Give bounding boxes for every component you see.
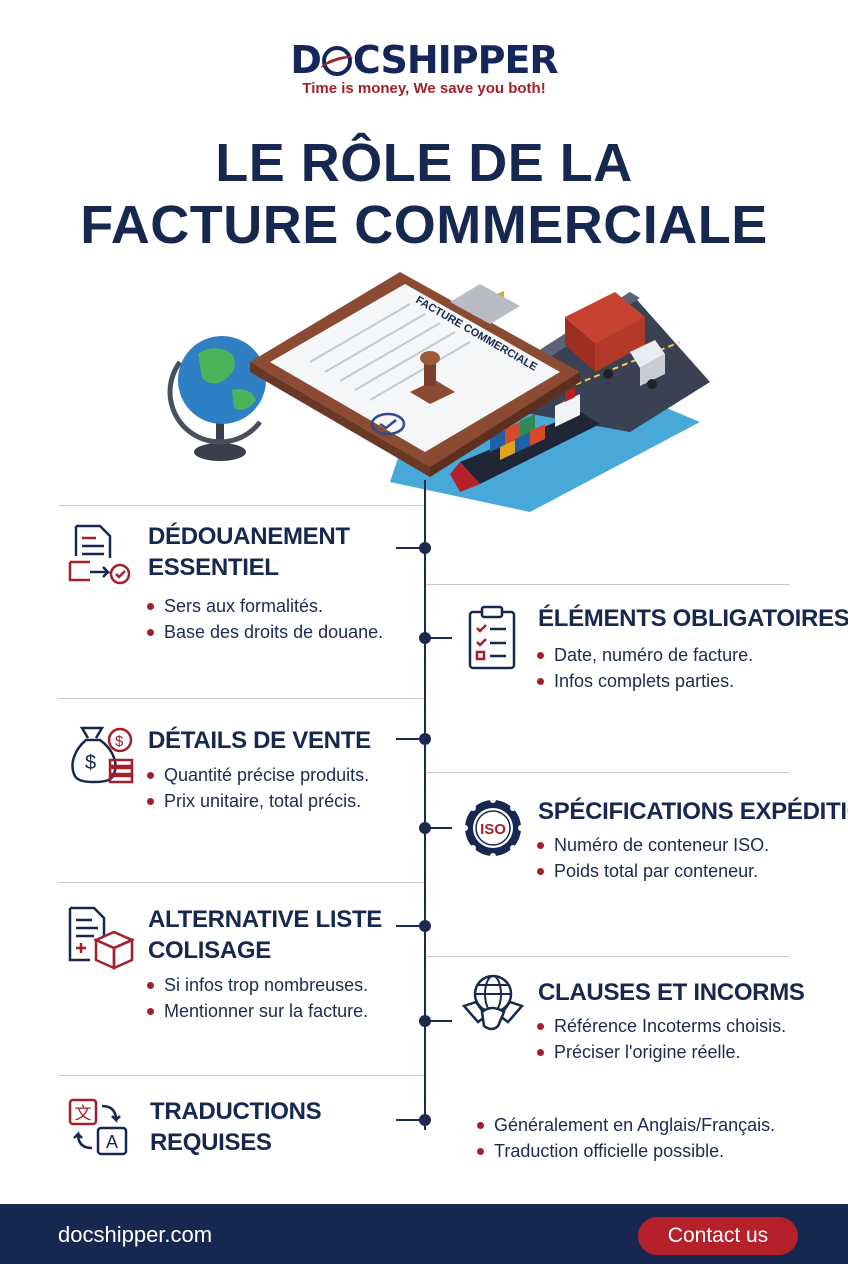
brand-wordmark: D CSHIPPER — [290, 38, 559, 82]
timeline-dot — [419, 1015, 431, 1027]
section-title: TRADUCTIONS REQUISES — [150, 1096, 322, 1158]
bullet-list: Quantité précise produits. Prix unitaire… — [147, 762, 369, 814]
timeline-dot — [419, 632, 431, 644]
list-item: Numéro de conteneur ISO. — [537, 832, 769, 858]
list-item: Poids total par conteneur. — [537, 858, 769, 884]
list-item: Généralement en Anglais/Français. — [477, 1112, 775, 1138]
section-title-line: TRADUCTIONS — [150, 1098, 322, 1125]
section-title-line: COLISAGE — [148, 937, 271, 964]
divider — [426, 772, 790, 773]
section-title: DÉTAILS DE VENTE — [148, 727, 371, 754]
timeline-dot — [419, 542, 431, 554]
section-title-line: ALTERNATIVE LISTE — [148, 906, 383, 933]
list-item: Sers aux formalités. — [147, 593, 383, 619]
timeline-connector — [396, 738, 424, 740]
divider — [426, 584, 790, 585]
divider — [426, 956, 790, 957]
list-item: Si infos trop nombreuses. — [147, 972, 368, 998]
list-item: Référence Incoterms choisis. — [537, 1013, 786, 1039]
money-bag-icon: $ $ — [71, 726, 134, 784]
list-item: Base des droits de douane. — [147, 619, 383, 645]
iso-seal-icon: ISO — [462, 797, 524, 859]
timeline-connector — [396, 1119, 424, 1121]
timeline-dot — [419, 822, 431, 834]
brand-name-left: D — [290, 38, 322, 82]
document-box-icon — [68, 906, 136, 970]
timeline-connector — [424, 637, 452, 639]
timeline-axis — [424, 480, 426, 1130]
clipboard-icon: FACTURE COMMERCIALE — [250, 272, 580, 477]
divider — [58, 1075, 424, 1076]
translate-icon: 文 A — [68, 1098, 128, 1156]
section-title-line: REQUISES — [150, 1129, 272, 1156]
list-item: Traduction officielle possible. — [477, 1138, 775, 1164]
list-item: Date, numéro de facture. — [537, 642, 753, 668]
list-item: Mentionner sur la facture. — [147, 998, 368, 1024]
timeline-dot — [419, 920, 431, 932]
timeline-dot — [419, 1114, 431, 1126]
translate-source-glyph: 文 — [75, 1104, 92, 1124]
section-title: SPÉCIFICATIONS EXPÉDITION — [538, 798, 848, 825]
website-link[interactable]: docshipper.com — [58, 1222, 213, 1247]
stamp-icon — [370, 351, 455, 436]
bullet-list: Généralement en Anglais/Français. Traduc… — [477, 1112, 775, 1164]
list-item: Infos complets parties. — [537, 668, 753, 694]
list-item: Prix unitaire, total précis. — [147, 788, 369, 814]
bullet-list: Date, numéro de facture. Infos complets … — [537, 642, 753, 694]
list-item: Quantité précise produits. — [147, 762, 369, 788]
hero-illustration: FACTURE COMMERCIALE — [167, 272, 710, 512]
cargo-ship-icon — [450, 291, 600, 492]
footer: docshipper.com Contact us — [0, 1204, 848, 1264]
svg-text:$: $ — [115, 733, 124, 750]
brand-logo[interactable]: D CSHIPPER Time is money, We save you bot… — [0, 38, 848, 97]
translate-target-glyph: A — [106, 1132, 118, 1152]
bullet-list: Si infos trop nombreuses. Mentionner sur… — [147, 972, 368, 1024]
checklist-clipboard-icon — [468, 605, 516, 670]
title-line-2: FACTURE COMMERCIALE — [80, 195, 768, 255]
section-title-line: DÉDOUANEMENT — [148, 523, 350, 550]
document-transfer-icon — [68, 524, 131, 585]
section-title-line: ESSENTIEL — [148, 554, 279, 581]
globe-handshake-icon — [461, 974, 525, 1031]
list-item: Préciser l'origine réelle. — [537, 1039, 786, 1065]
svg-text:$: $ — [85, 752, 96, 774]
timeline-connector — [396, 547, 424, 549]
contact-us-button[interactable]: Contact us — [638, 1217, 798, 1255]
brand-tagline: Time is money, We save you both! — [302, 80, 546, 97]
truck-icon — [565, 292, 665, 389]
divider — [58, 882, 424, 883]
section-title: ALTERNATIVE LISTE COLISAGE — [148, 904, 382, 966]
brand-name-right: CSHIPPER — [352, 38, 559, 82]
timeline-connector — [424, 1020, 452, 1022]
timeline-connector — [396, 925, 424, 927]
bullet-list: Référence Incoterms choisis. Préciser l'… — [537, 1013, 786, 1065]
timeline-connector — [424, 827, 452, 829]
bullet-list: Numéro de conteneur ISO. Poids total par… — [537, 832, 769, 884]
divider — [58, 698, 424, 699]
iso-badge-text: ISO — [480, 821, 506, 838]
globe-icon — [167, 336, 266, 461]
page-title: LE RÔLE DE LA FACTURE COMMERCIALE — [0, 132, 848, 256]
section-title: ÉLÉMENTS OBLIGATOIRES — [538, 605, 848, 632]
section-title: DÉDOUANEMENT ESSENTIEL — [148, 521, 350, 583]
title-line-1: LE RÔLE DE LA — [215, 133, 633, 193]
bullet-list: Sers aux formalités. Base des droits de … — [147, 593, 383, 645]
section-title: CLAUSES ET INCORMS — [538, 979, 805, 1006]
timeline-dot — [419, 733, 431, 745]
divider — [58, 505, 424, 506]
globe-plane-icon — [321, 46, 352, 76]
